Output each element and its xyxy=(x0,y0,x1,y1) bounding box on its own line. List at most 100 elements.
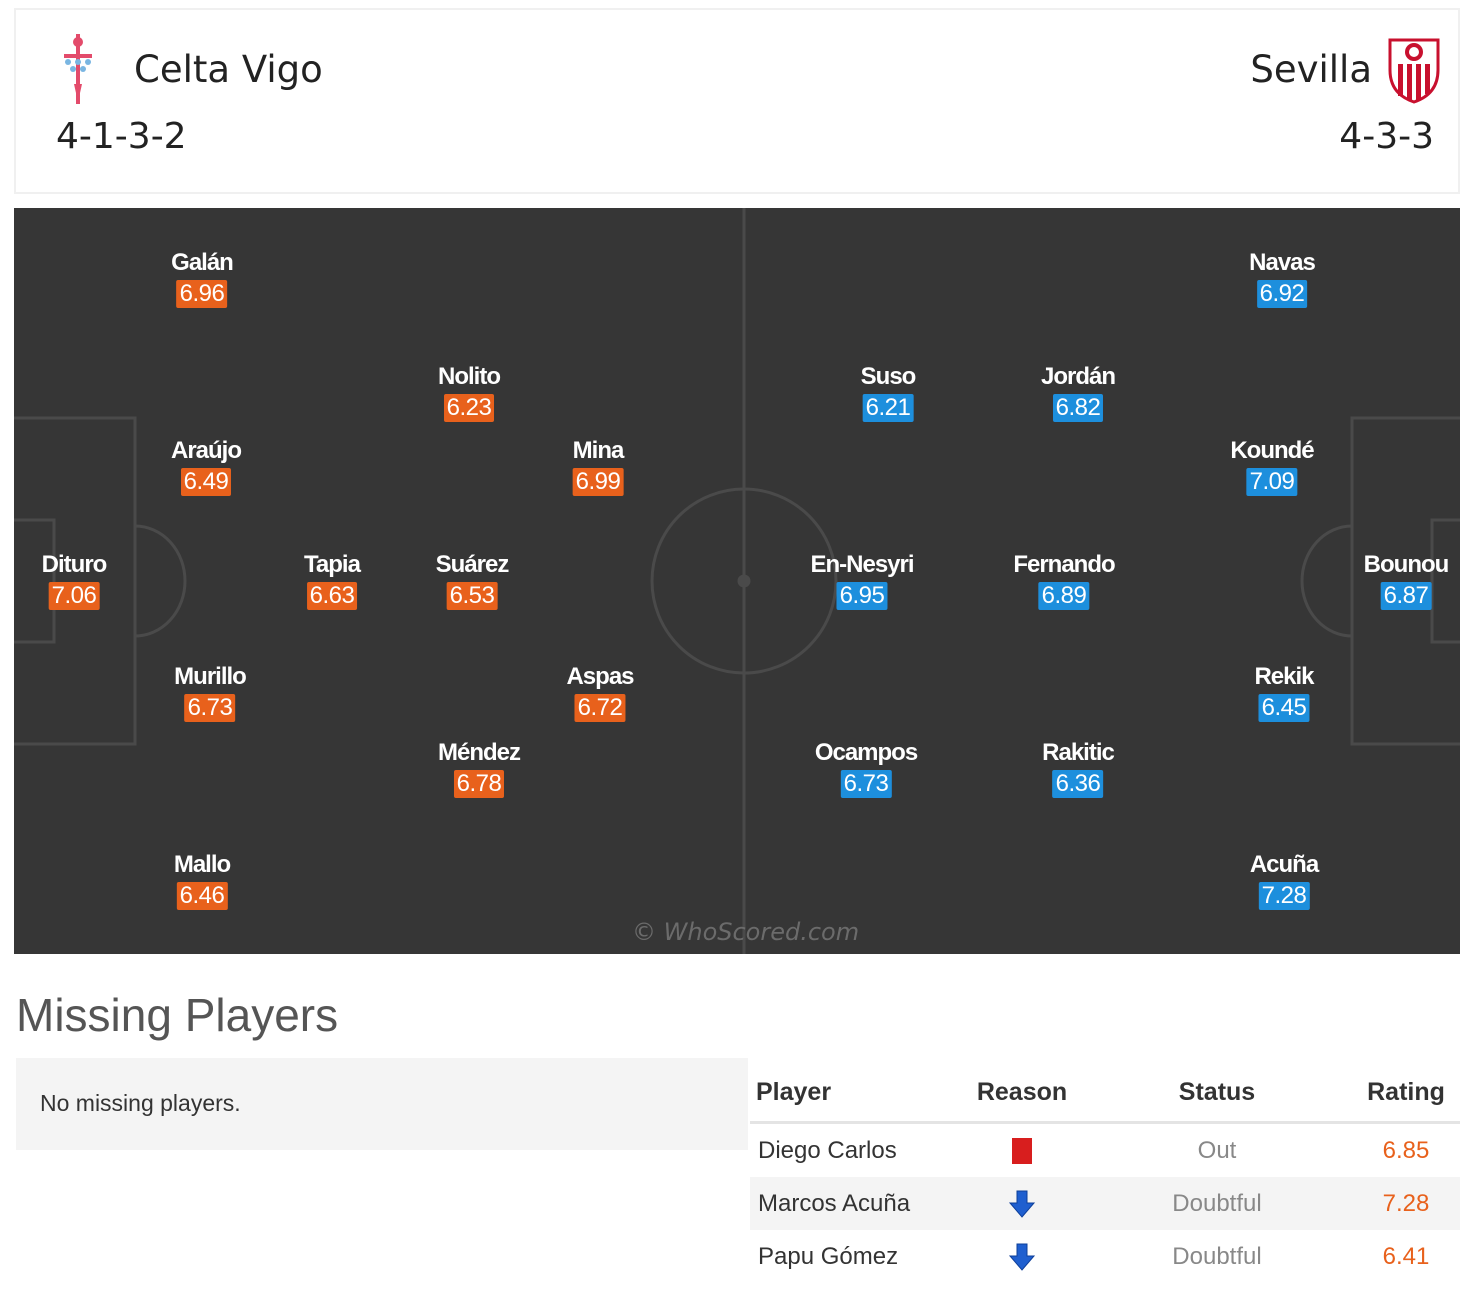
sevilla-crest-icon[interactable] xyxy=(1384,36,1444,104)
player-rating: 6.63 xyxy=(306,582,358,610)
player-rating: 6.95 xyxy=(836,582,888,610)
player-name: En-Nesyri xyxy=(810,551,914,578)
player-name: Galán xyxy=(171,249,234,276)
player-acuna[interactable]: Acuña 7.28 xyxy=(1249,850,1319,910)
player-rating: 6.53 xyxy=(446,582,498,610)
player-rekik[interactable]: Rekik 6.45 xyxy=(1254,662,1315,722)
table-row: Papu Gómez Doubtful 6.41 xyxy=(750,1230,1460,1283)
player-name: Koundé xyxy=(1230,437,1314,464)
player-name: Jordán xyxy=(1040,363,1116,390)
player-name: Méndez xyxy=(437,739,521,766)
status-cell: Doubtful xyxy=(1172,1242,1262,1270)
player-navas[interactable]: Navas 6.92 xyxy=(1249,248,1316,308)
match-header: Celta Vigo 4-1-3-2 Sevilla 4-3-3 xyxy=(14,8,1460,194)
player-rating: 6.82 xyxy=(1052,394,1104,422)
player-rating: 6.45 xyxy=(1258,694,1310,722)
player-rating: 6.21 xyxy=(862,394,914,422)
player-tapia[interactable]: Tapia 6.63 xyxy=(304,550,361,610)
reason-cell xyxy=(962,1189,1082,1219)
player-rating: 6.73 xyxy=(840,770,892,798)
player-rating: 6.73 xyxy=(184,694,236,722)
table-header: Player Reason Status Rating xyxy=(750,1064,1460,1124)
away-formation: 4-3-3 xyxy=(1339,116,1434,157)
player-name: Araújo xyxy=(170,437,242,464)
status-cell: Doubtful xyxy=(1172,1189,1262,1217)
column-header-status[interactable]: Status xyxy=(1178,1078,1256,1106)
player-name: Mallo xyxy=(173,851,231,878)
injury-arrow-icon xyxy=(1008,1243,1036,1271)
away-missing-table: Player Reason Status Rating Diego Carlos… xyxy=(750,1064,1460,1283)
rating-cell: 7.28 xyxy=(1382,1189,1430,1217)
player-rating: 6.87 xyxy=(1380,582,1432,610)
column-header-rating[interactable]: Rating xyxy=(1367,1078,1445,1106)
watermark: © WhoScored.com xyxy=(632,918,860,946)
player-name: Aspas xyxy=(566,663,634,690)
missing-players-title: Missing Players xyxy=(16,989,339,1041)
no-missing-text: No missing players. xyxy=(40,1090,241,1116)
player-name: Suso xyxy=(860,363,917,390)
player-rating: 6.78 xyxy=(453,770,505,798)
player-rating: 6.99 xyxy=(572,468,624,496)
celta-vigo-crest-icon[interactable] xyxy=(56,34,100,104)
away-team-name[interactable]: Sevilla xyxy=(1250,48,1372,91)
player-rating: 6.36 xyxy=(1052,770,1104,798)
player-name: Bounou xyxy=(1363,551,1450,578)
injury-arrow-icon xyxy=(1008,1190,1036,1218)
player-name: Nolito xyxy=(438,363,501,390)
player-mendez[interactable]: Méndez 6.78 xyxy=(437,738,521,798)
player-rating: 7.28 xyxy=(1258,882,1310,910)
player-rating: 6.49 xyxy=(180,468,232,496)
player-rating: 6.96 xyxy=(176,280,228,308)
player-rating: 6.89 xyxy=(1038,582,1090,610)
home-team-name[interactable]: Celta Vigo xyxy=(134,48,323,91)
status-cell: Out xyxy=(1197,1136,1237,1164)
player-jordan[interactable]: Jordán 6.82 xyxy=(1040,362,1116,422)
player-name: Suárez xyxy=(435,551,510,578)
missing-player-name[interactable]: Papu Gómez xyxy=(758,1242,899,1270)
player-rating: 7.06 xyxy=(48,582,100,610)
pitch-markings xyxy=(14,208,1460,954)
home-missing-panel: No missing players. xyxy=(16,1058,748,1150)
player-dituro[interactable]: Dituro 7.06 xyxy=(42,550,107,610)
player-en-nesyri[interactable]: En-Nesyri 6.95 xyxy=(810,550,915,610)
player-suso[interactable]: Suso 6.21 xyxy=(861,362,916,422)
player-ocampos[interactable]: Ocampos 6.73 xyxy=(814,738,918,798)
player-name: Mina xyxy=(572,437,625,464)
player-aspas[interactable]: Aspas 6.72 xyxy=(566,662,635,722)
player-name: Murillo xyxy=(174,663,247,690)
player-rakitic[interactable]: Rakitic 6.36 xyxy=(1042,738,1115,798)
home-formation: 4-1-3-2 xyxy=(56,116,187,157)
player-name: Dituro xyxy=(41,551,108,578)
player-kounde[interactable]: Koundé 7.09 xyxy=(1230,436,1315,496)
player-name: Navas xyxy=(1249,249,1316,276)
player-fernando[interactable]: Fernando 6.89 xyxy=(1013,550,1116,610)
player-rating: 7.09 xyxy=(1246,468,1298,496)
player-rating: 6.92 xyxy=(1256,280,1308,308)
rating-cell: 6.41 xyxy=(1382,1242,1430,1270)
player-rating: 6.23 xyxy=(443,394,495,422)
player-nolito[interactable]: Nolito 6.23 xyxy=(438,362,501,422)
player-galan[interactable]: Galán 6.96 xyxy=(171,248,234,308)
pitch: Galán 6.96 Nolito 6.23 Araújo 6.49 Mina … xyxy=(14,208,1460,954)
player-rating: 6.46 xyxy=(176,882,228,910)
missing-player-name[interactable]: Diego Carlos xyxy=(758,1136,897,1164)
player-name: Rakitic xyxy=(1042,739,1115,766)
player-mina[interactable]: Mina 6.99 xyxy=(572,436,625,496)
reason-cell xyxy=(962,1137,1082,1164)
table-row: Diego Carlos Out 6.85 xyxy=(750,1124,1460,1177)
column-header-reason[interactable]: Reason xyxy=(976,1078,1068,1106)
player-murillo[interactable]: Murillo 6.73 xyxy=(174,662,247,722)
player-bounou[interactable]: Bounou 6.87 xyxy=(1364,550,1449,610)
player-suarez[interactable]: Suárez 6.53 xyxy=(436,550,509,610)
player-name: Rekik xyxy=(1254,663,1314,690)
reason-cell xyxy=(962,1242,1082,1272)
player-name: Acuña xyxy=(1249,851,1319,878)
player-mallo[interactable]: Mallo 6.46 xyxy=(173,850,231,910)
rating-cell: 6.85 xyxy=(1382,1136,1430,1164)
player-name: Fernando xyxy=(1013,551,1115,578)
player-name: Tapia xyxy=(304,551,361,578)
player-name: Ocampos xyxy=(814,739,918,766)
player-araujo[interactable]: Araújo 6.49 xyxy=(170,436,242,496)
missing-player-name[interactable]: Marcos Acuña xyxy=(758,1189,911,1217)
column-header-player[interactable]: Player xyxy=(756,1078,832,1106)
